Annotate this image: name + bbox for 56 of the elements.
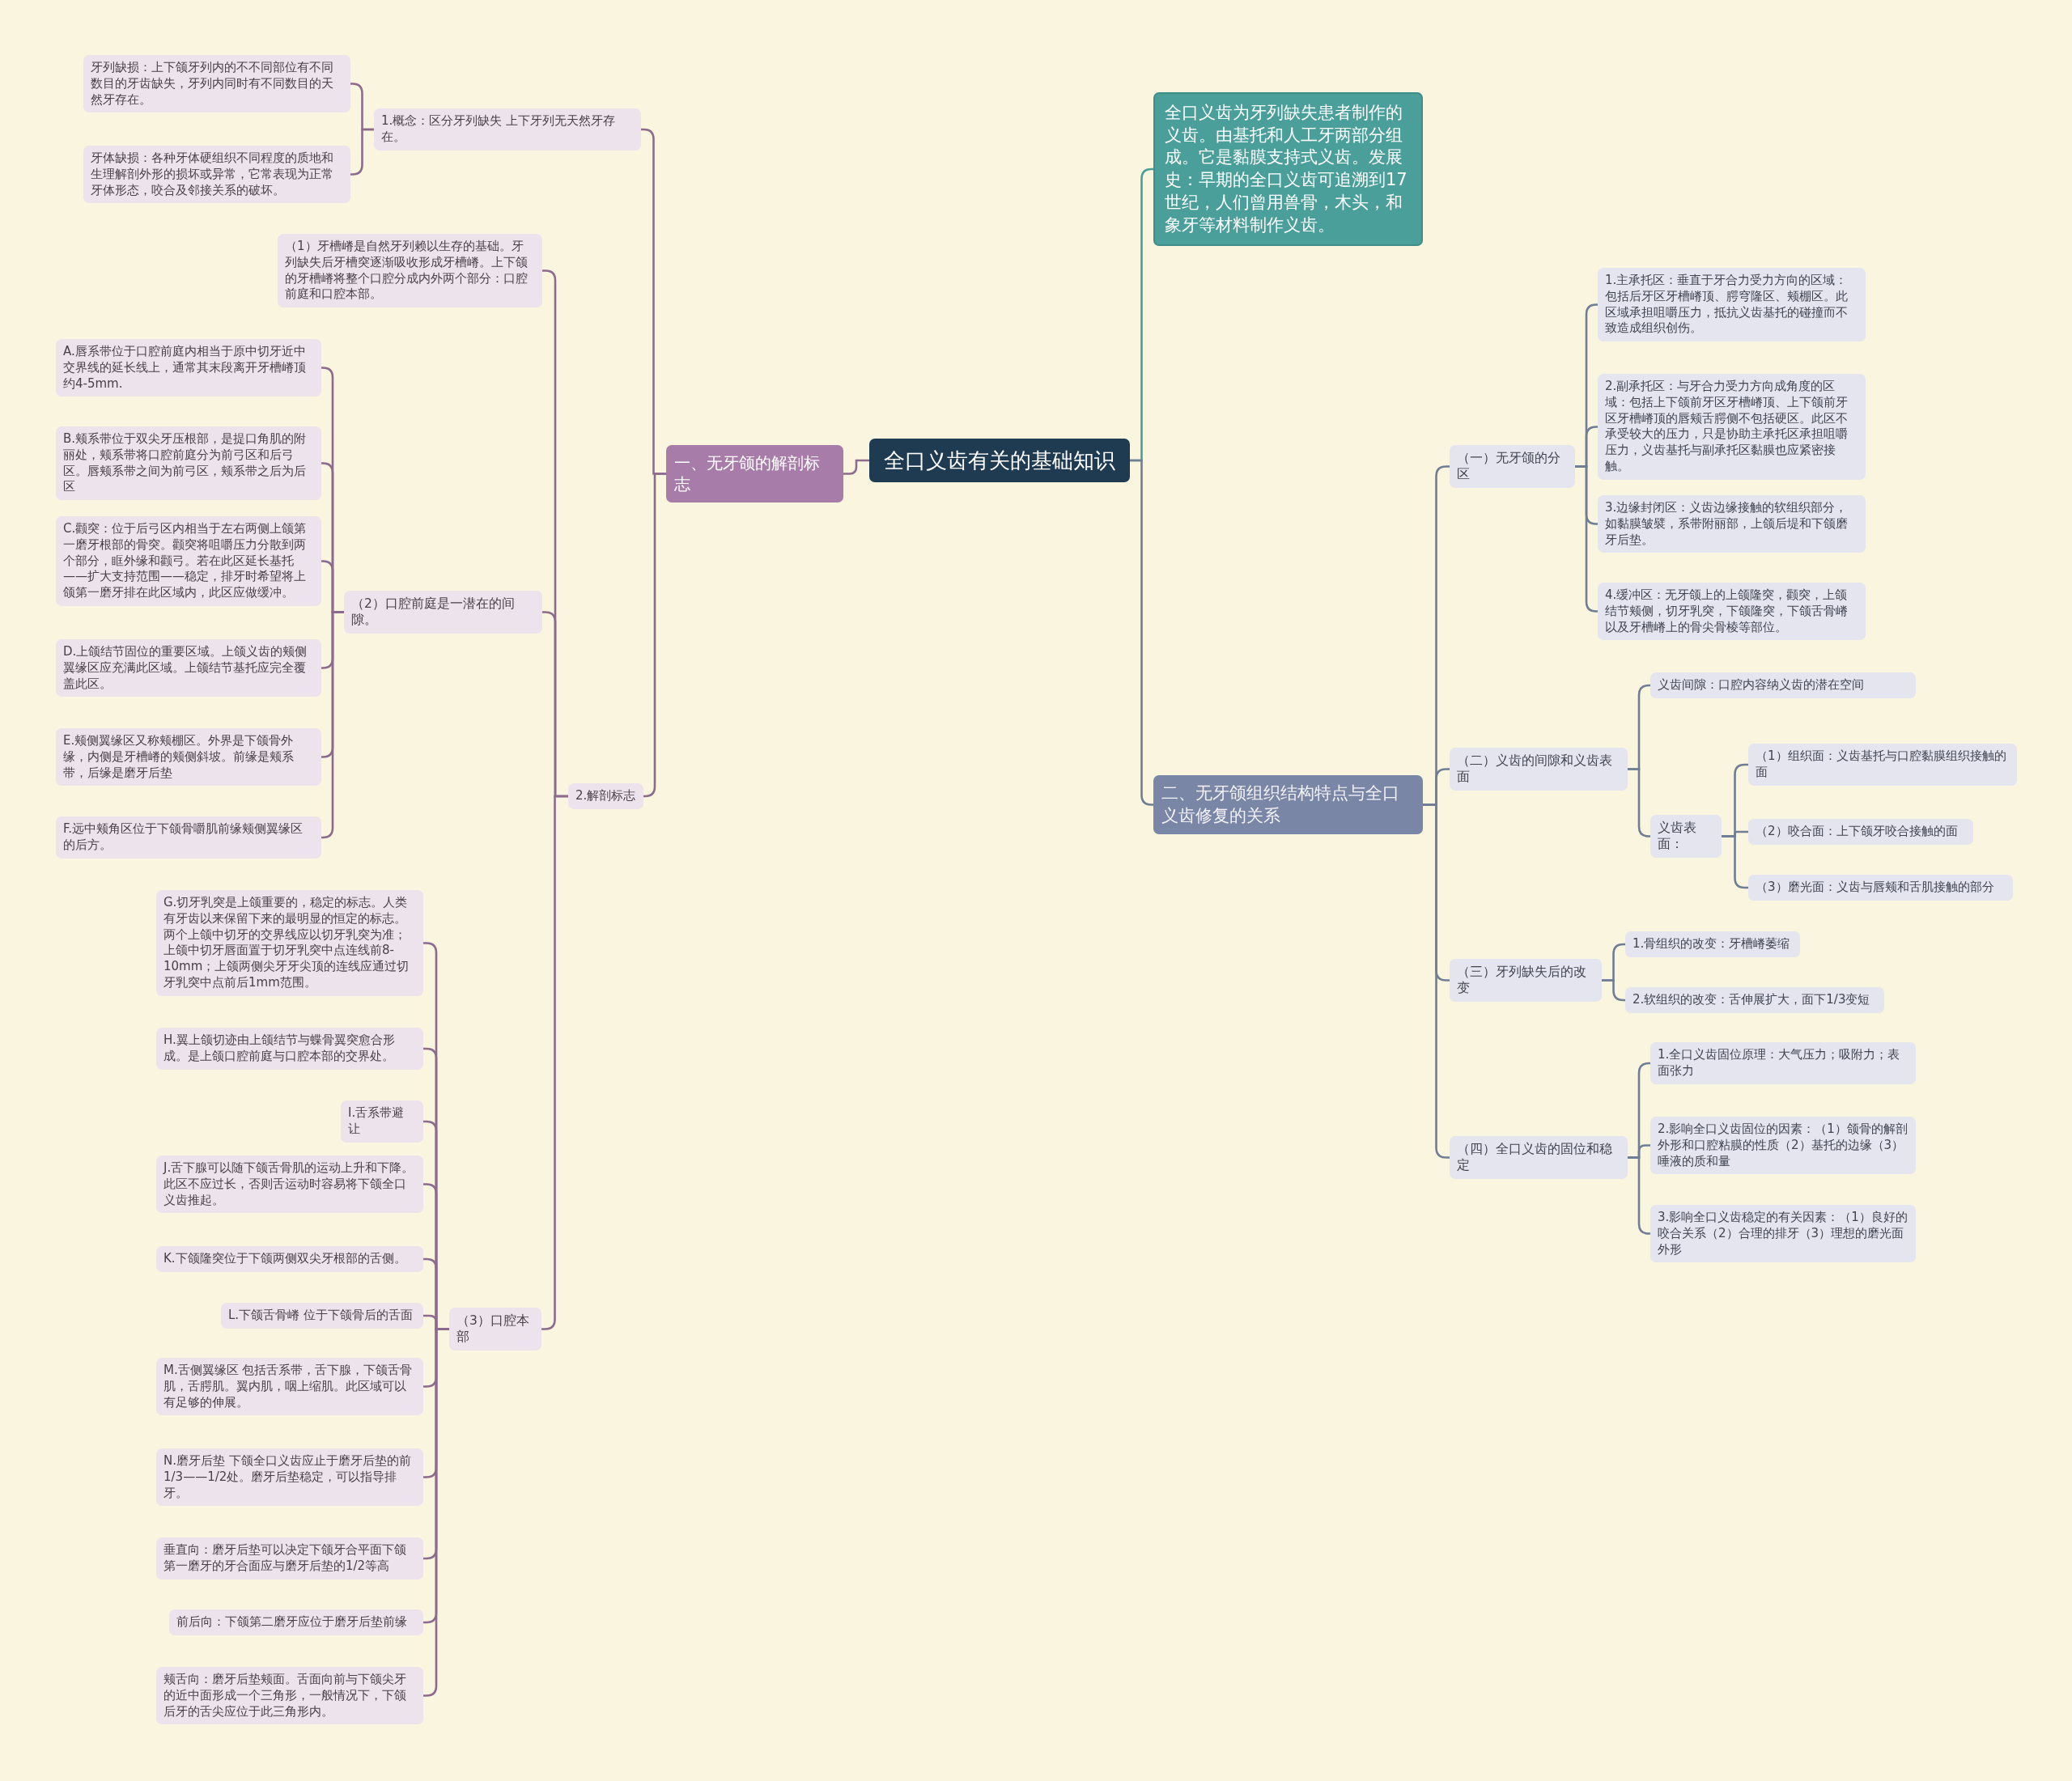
subtopic-box: （一）无牙颌的分区 xyxy=(1450,445,1575,488)
subtopic-box: I.舌系带避让 xyxy=(341,1100,423,1143)
subtopic-box: 牙体缺损：各种牙体硬组织不同程度的质地和生理解剖外形的损坏或异常，它常表现为正常牙体形态，咬合及邻接关系的破坏。 xyxy=(83,146,350,204)
subtopic-box: （2）咬合面：上下颌牙咬合接触的面 xyxy=(1748,819,1973,845)
subtopic-box: 义齿间隙：口腔内容纳义齿的潜在空间 xyxy=(1650,672,1916,698)
subtopic-box: 颊舌向：磨牙后垫颊面。舌面向前与下颌尖牙的近中面形成一个三角形，一般情况下，下颌后牙的舌尖应位于此三角形内。 xyxy=(156,1667,423,1725)
connector-line xyxy=(843,459,869,475)
subtopic-box: 1.概念：区分牙列缺失 上下牙列无天然牙存在。 xyxy=(374,108,641,151)
subtopic-box: J.舌下腺可以随下颌舌骨肌的运动上升和下降。此区不应过长，否则舌运动时容易将下颌全口义齿推起。 xyxy=(156,1156,423,1214)
subtopic-box: 1.主承托区：垂直于牙合力受力方向的区域：包括后牙区牙槽嵴顶、腭穹隆区、颊棚区。此区域承担咀嚼压力，抵抗义齿基托的碰撞而不致造成组织创伤。 xyxy=(1598,268,1866,342)
subtopic-box: K.下颌隆突位于下颌两侧双尖牙根部的舌侧。 xyxy=(156,1246,423,1272)
connector-line xyxy=(1602,979,1625,1002)
subtopic-box: F.远中颊角区位于下颌骨嚼肌前缘颊侧翼缘区的后方。 xyxy=(56,816,321,859)
connector-line xyxy=(423,1328,449,1697)
subtopic-box: 2.影响全口义齿固位的因素：（1）颌骨的解剖外形和口腔粘膜的性质（2）基托的边缘（3）唾液的质和量 xyxy=(1650,1117,1916,1175)
subtopic-box: N.磨牙后垫 下颌全口义齿应止于磨牙后垫的前1/3——1/2处。磨牙后垫稳定，可以指导排牙。 xyxy=(156,1448,423,1507)
subtopic-box: L.下颌舌骨嵴 位于下颌骨后的舌面 xyxy=(221,1303,423,1329)
subtopic-box: H.翼上颌切迹由上颌结节与蝶骨翼突愈合形成。是上颌口腔前庭与口腔本部的交界处。 xyxy=(156,1028,423,1070)
central-topic-box: 全口义齿有关的基础知识 xyxy=(869,439,1130,483)
subtopic-box: E.颊侧翼缘区又称颊棚区。外界是下颌骨外缘，内侧是牙槽嵴的颊侧斜坡。前缘是颊系带，后缘是磨牙后垫 xyxy=(56,728,321,787)
subtopic-box: （1）组织面：义齿基托与口腔黏膜组织接触的面 xyxy=(1748,744,2017,786)
connector-line xyxy=(1130,459,1154,806)
subtopic-box: 义齿表面： xyxy=(1650,815,1722,858)
subtopic-box: （3）磨光面：义齿与唇颊和舌肌接触的部分 xyxy=(1748,875,2013,901)
connector-line xyxy=(643,473,666,798)
subtopic-box: （3）口腔本部 xyxy=(449,1308,541,1351)
connector-line xyxy=(1628,1156,1650,1235)
subtopic-box: C.颧突：位于后弓区内相当于左右两侧上颌第一磨牙根部的骨突。颧突将咀嚼压力分散到两个部分，眶外缘和颧弓。若在此区延长基托——扩大支持范围——稳定，排牙时希望将上颌第一磨牙排在此区域内，此区应做缓冲。 xyxy=(56,516,321,606)
connector-line xyxy=(1628,768,1650,837)
connector-line xyxy=(321,611,344,839)
subtopic-box: （二）义齿的间隙和义齿表面 xyxy=(1450,748,1628,791)
subtopic-box: G.切牙乳突是上颌重要的，稳定的标志。人类有牙齿以来保留下来的最明显的恒定的标志。两个上颌中切牙的交界线应以切牙乳突为准；上颌中切牙唇面置于切牙乳突中点连线前8-10mm；上颌两侧尖牙牙尖顶的连线应通过切牙乳突中点前后1mm范围。 xyxy=(156,890,423,996)
subtopic-box: 2.解剖标志 xyxy=(568,783,643,809)
subtopic-box: B.颊系带位于双尖牙压根部，是提口角肌的附丽处，颊系带将口腔前庭分为前弓区和后弓区。唇颊系带之间为前弓区，颊系带之后为后区 xyxy=(56,426,321,501)
subtopic-box: A.唇系带位于口腔前庭内相当于原中切牙近中交界线的延长线上，通常其末段离开牙槽嵴顶约4-5mm. xyxy=(56,339,321,397)
subtopic-box: 2.软组织的改变：舌伸展扩大，面下1/3变短 xyxy=(1625,987,1884,1013)
connector-line xyxy=(350,128,374,176)
subtopic-box: 4.缓冲区：无牙颌上的上颌隆突，颧突，上颌结节颊侧，切牙乳突，下颌隆突，下颌舌骨嵴以及牙槽嵴上的骨尖骨棱等部位。 xyxy=(1598,583,1866,641)
connector-line xyxy=(1423,804,1450,1159)
subtopic-box: 3.边缘封闭区：义齿边缘接触的软组织部分，如黏膜皱襞，系带附丽部，上颌后堤和下颌磨牙后垫。 xyxy=(1598,495,1866,553)
branch-topic-box: 二、无牙颌组织结构特点与全口义齿修复的关系 xyxy=(1153,775,1423,835)
subtopic-box: 牙列缺损：上下颌牙列内的不不同部位有不同数目的牙齿缺失，牙列内同时有不同数目的天然牙存在。 xyxy=(83,55,350,113)
subtopic-box: 前后向：下颌第二磨牙应位于磨牙后垫前缘 xyxy=(169,1609,423,1635)
subtopic-box: 垂直向：磨牙后垫可以决定下颌牙合平面下颌第一磨牙的牙合面应与磨牙后垫的1/2等高 xyxy=(156,1537,423,1580)
subtopic-box: 1.骨组织的改变：牙槽嵴萎缩 xyxy=(1625,931,1800,957)
subtopic-box: （1）牙槽嵴是自然牙列赖以生存的基础。牙列缺失后牙槽突逐渐吸收形成牙槽嵴。上下颌的牙槽嵴将整个口腔分成内外两个部分：口腔前庭和口腔本部。 xyxy=(278,234,542,308)
subtopic-box: 1.全口义齿固位原理：大气压力；吸附力；表面张力 xyxy=(1650,1042,1916,1084)
subtopic-box: M.舌侧翼缘区 包括舌系带，舌下腺，下颌舌骨肌，舌腭肌。翼内肌，咽上缩肌。此区域可以有足够的伸展。 xyxy=(156,1358,423,1416)
subtopic-box: （三）牙列缺失后的改变 xyxy=(1450,959,1602,1002)
subtopic-box: （2）口腔前庭是一潜在的间隙。 xyxy=(344,591,542,634)
note-box: 全口义齿为牙列缺失患者制作的义齿。由基托和人工牙两部分组成。它是黏膜支持式义齿。发展史：早期的全口义齿可追溯到17世纪，人们曾用兽骨，木头，和象牙等材料制作义齿。 xyxy=(1153,92,1423,247)
subtopic-box: 3.影响全口义齿稳定的有关因素：（1）良好的咬合关系（2）合理的排牙（3）理想的磨光面外形 xyxy=(1650,1205,1916,1263)
subtopic-box: D.上颌结节固位的重要区域。上颌义齿的颊侧翼缘区应充满此区域。上颌结节基托应完全覆盖此区。 xyxy=(56,639,321,698)
subtopic-box: 2.副承托区：与牙合力受力方向成角度的区域：包括上下颌前牙区牙槽嵴顶、上下颌前牙区牙槽嵴顶的唇颊舌腭侧不包括硬区。此区不承受较大的压力，只是协助主承托区承担咀嚼压力，义齿基托与副承托区黏膜也应紧密接触。 xyxy=(1598,374,1866,480)
subtopic-box: （四）全口义齿的固位和稳定 xyxy=(1450,1136,1628,1179)
branch-topic-box: 一、无牙颌的解剖标志 xyxy=(666,445,843,502)
